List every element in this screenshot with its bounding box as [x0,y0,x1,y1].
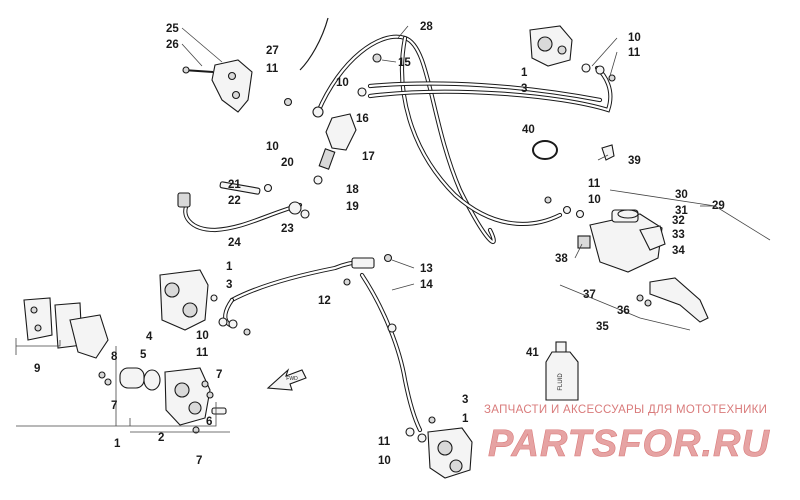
callout-2: 2 [158,432,164,444]
callout-16: 16 [356,113,369,125]
callout-21: 21 [228,179,241,191]
callout-30: 30 [675,189,688,201]
callout-11: 11 [378,436,391,448]
watermark-tagline: ЗАПЧАСТИ И АКСЕССУАРЫ ДЛЯ МОТОТЕХНИКИ [484,404,768,416]
callout-24: 24 [228,237,241,249]
callout-10: 10 [336,77,349,89]
callout-5: 5 [140,349,147,361]
callout-26: 26 [166,39,179,51]
callout-17: 17 [362,151,375,163]
callout-15: 15 [398,57,411,69]
callout-3: 3 [521,83,527,95]
callout-12: 12 [318,295,331,307]
callout-33: 33 [672,229,685,241]
callout-28: 28 [420,21,433,33]
callout-35: 35 [596,321,609,333]
callout-32: 32 [672,215,685,227]
callout-3: 3 [226,279,232,291]
callout-numbers: 25 26 27 11 28 15 10 16 10 17 20 18 19 2… [34,21,725,467]
brake-lines [183,17,613,433]
callout-31: 31 [675,205,688,217]
forward-arrow: FWD [266,368,307,391]
callout-1: 1 [462,413,469,425]
master-cylinder-group-lines [559,189,771,331]
caliper-front-right [529,25,616,161]
callout-10: 10 [196,330,209,342]
leader-lines [181,25,715,291]
callout-37: 37 [583,289,596,301]
junction-block [343,253,397,333]
mounting-bracket [182,59,253,113]
callout-10: 10 [378,455,391,467]
callout-8: 8 [111,351,118,363]
callout-14: 14 [420,279,433,291]
callout-19: 19 [346,201,359,213]
callout-18: 18 [346,184,359,196]
callout-9: 9 [34,363,40,375]
pedal-linkage [177,181,310,219]
callout-3: 3 [462,394,468,406]
callout-13: 13 [420,263,433,275]
callout-6: 6 [206,416,212,428]
caliper-rear-assembly [23,297,227,434]
callout-11: 11 [266,63,279,75]
callout-10: 10 [588,194,601,206]
callout-22: 22 [228,195,241,207]
callout-40: 40 [522,124,535,136]
callout-11: 11 [196,347,209,359]
rear-master-cylinder [283,53,382,185]
callout-41: 41 [526,347,539,359]
callout-39: 39 [628,155,641,167]
callout-11: 11 [628,47,641,59]
watermark-logo-text: PARTSFOR.RU [488,423,770,465]
callout-25: 25 [166,23,179,35]
callout-27: 27 [266,45,279,57]
callout-7: 7 [216,369,222,381]
callout-29: 29 [712,200,725,212]
brake-fluid-bottle: FLUID [545,341,579,401]
callout-38: 38 [555,253,568,265]
callout-34: 34 [672,245,685,257]
callout-11: 11 [588,178,601,190]
callout-4: 4 [146,331,153,343]
callout-1: 1 [521,67,528,79]
callout-7: 7 [196,455,202,467]
callout-20: 20 [281,157,294,169]
front-master-cylinder [544,196,709,323]
group-brackets [15,338,230,433]
callout-10: 10 [266,141,279,153]
callout-1: 1 [114,438,121,450]
snap-ring [532,140,558,160]
callout-7: 7 [111,400,117,412]
caliper-rear-lower [405,416,473,479]
forward-arrow-label: FWD [286,376,298,382]
callout-23: 23 [281,223,294,235]
watermark-logo: PARTSFOR.RU [488,423,770,466]
callout-36: 36 [617,305,630,317]
callout-10: 10 [628,32,641,44]
callout-1: 1 [226,261,233,273]
fluid-bottle-label: FLUID [558,373,564,391]
caliper-front-left [159,269,251,336]
